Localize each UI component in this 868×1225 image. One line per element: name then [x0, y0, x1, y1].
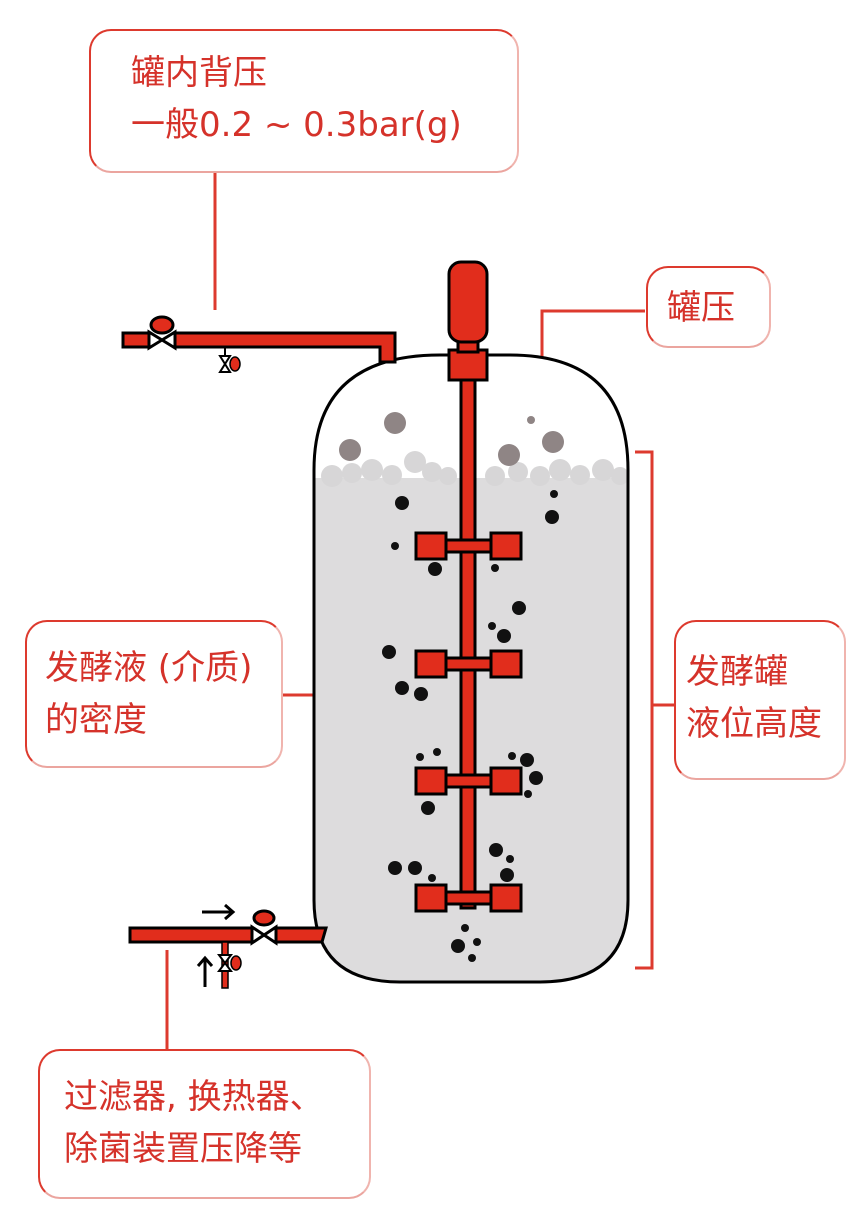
gas-bubbles — [339, 412, 564, 466]
impeller — [414, 766, 523, 796]
impeller — [414, 649, 523, 679]
shaft-seal — [447, 348, 489, 382]
broth-density-line1: 发酵液 (介质) — [45, 648, 253, 688]
exhaust-pipe — [121, 315, 397, 373]
broth-density-label: 发酵液 (介质) 的密度 — [25, 620, 283, 768]
arrow-up-icon — [196, 955, 214, 987]
pressure-drop-label: 过滤器, 换热器、 除菌装置压降等 — [38, 1049, 371, 1199]
motor-icon — [447, 260, 489, 344]
liquid-level-line2: 液位高度 — [686, 704, 822, 744]
back-pressure-title: 罐内背压 — [131, 53, 267, 93]
agitator-shaft — [459, 376, 477, 910]
drain-valve-icon — [218, 355, 232, 373]
tank-outline — [312, 353, 630, 984]
broth-density-line2: 的密度 — [45, 700, 147, 740]
drain-valve-icon — [217, 954, 233, 972]
valve-icon — [250, 924, 278, 946]
agitator — [414, 260, 523, 913]
pressure-drop-line1: 过滤器, 换热器、 — [64, 1077, 324, 1117]
valve-actuator-icon — [149, 315, 175, 335]
pressure-drop-line2: 除菌装置压降等 — [64, 1129, 302, 1169]
liquid-level-bracket — [635, 450, 654, 970]
arrow-right-icon — [202, 903, 236, 921]
tank-pressure-title: 罐压 — [667, 288, 735, 328]
liquid-level-line1: 发酵罐 — [686, 652, 788, 692]
valve-icon — [147, 329, 177, 351]
valve-actuator-icon — [252, 909, 276, 927]
back-pressure-value: 一般0.2 ~ 0.3bar(g) — [131, 105, 462, 145]
impeller — [414, 531, 523, 561]
particles — [382, 490, 559, 962]
liquid-level-label: 发酵罐 液位高度 — [674, 620, 846, 780]
tank-pressure-label: 罐压 — [646, 266, 771, 348]
back-pressure-label: 罐内背压 一般0.2 ~ 0.3bar(g) — [89, 29, 519, 173]
impeller — [414, 883, 523, 913]
foam — [321, 451, 628, 487]
inlet-pipe — [128, 909, 328, 989]
